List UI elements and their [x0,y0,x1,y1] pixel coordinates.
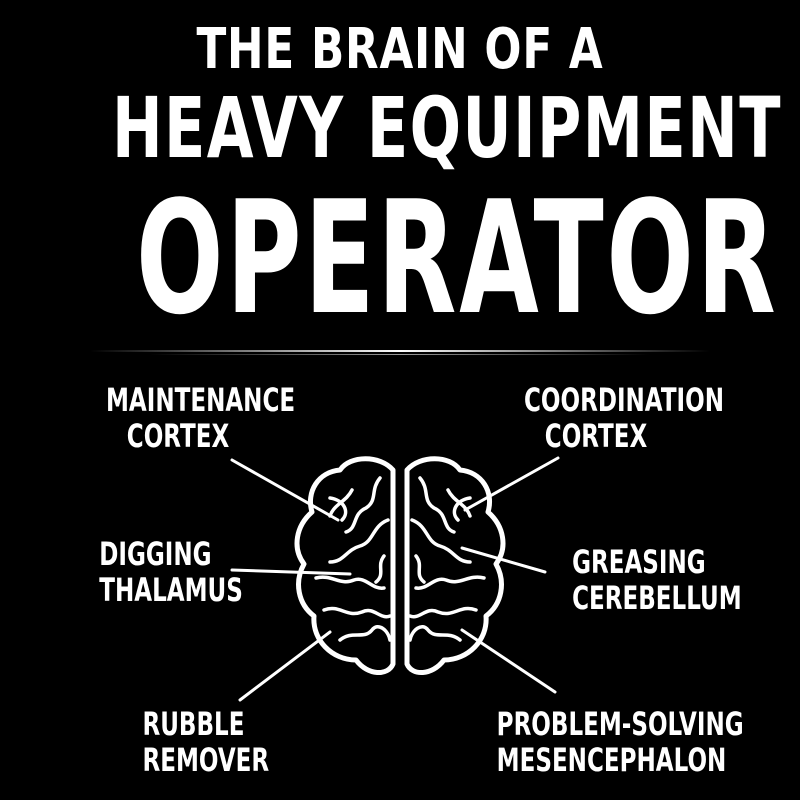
label-maintenance-line-1: MAINTENANCE [106,381,296,419]
pointer-line-problem [460,628,557,694]
label-problem-line-1: PROBLEM-SOLVING [496,705,744,743]
pointer-line-digging [230,568,352,576]
label-rubble-line-1: RUBBLE [142,705,245,743]
label-digging-line-1: DIGGING [99,535,212,573]
pointer-line-greasing [460,546,547,574]
label-coordination-line-2: CORTEX [544,417,648,455]
label-greasing-line-2: CEREBELLUM [572,579,742,617]
title-line-1: THE BRAIN OF A [196,17,604,82]
label-problem-solving-mesencephalon: PROBLEM-SOLVING MESENCEPHALON [496,705,744,779]
brain-icon [294,456,506,675]
label-digging-line-2: THALAMUS [99,571,243,609]
divider [90,350,710,355]
pointer-lines [230,456,560,702]
label-maintenance-cortex: MAINTENANCE CORTEX [106,381,296,455]
label-rubble-remover: RUBBLE REMOVER [142,705,270,779]
pointer-line-coordination [463,456,560,512]
label-problem-line-2: MESENCEPHALON [496,741,727,779]
label-coordination-line-1: COORDINATION [524,381,725,419]
label-rubble-line-2: REMOVER [142,741,270,779]
title-line-2: HEAVY EQUIPMENT [112,79,782,177]
label-greasing-line-1: GREASING [572,543,706,581]
label-coordination-cortex: COORDINATION CORTEX [524,381,725,455]
pointer-line-maintenance [230,458,340,522]
label-maintenance-line-2: CORTEX [126,417,230,455]
label-greasing-cerebellum: GREASING CEREBELLUM [572,543,742,617]
pointer-line-rubble [238,630,332,702]
label-digging-thalamus: DIGGING THALAMUS [99,535,243,609]
